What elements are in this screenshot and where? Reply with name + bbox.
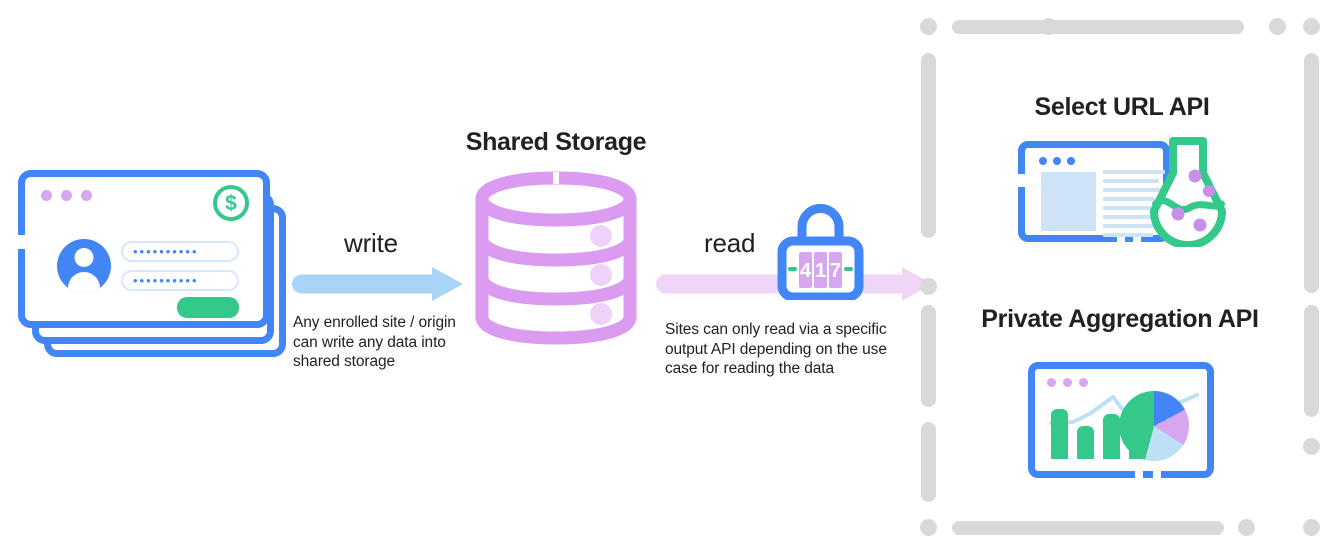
- browser-left-notch: [1018, 174, 1025, 187]
- bar-3: [1103, 414, 1120, 459]
- bar-2: [1077, 426, 1094, 459]
- chart-bottom-notch-2: [1153, 471, 1161, 478]
- shared-storage-title: Shared Storage: [465, 128, 647, 156]
- output-apis-panel: Select URL API Private Aggregation API: [920, 8, 1320, 546]
- panel-dot-mr: [1303, 438, 1320, 455]
- window-dot-2: [61, 190, 72, 201]
- panel-dot-bl: [920, 519, 937, 536]
- chart-area: [1043, 391, 1199, 463]
- private-aggregation-api-title: Private Aggregation API: [981, 305, 1259, 333]
- pie-chart: [1119, 391, 1189, 461]
- content-thumbnail: [1041, 172, 1096, 231]
- panel-border-right-1: [1304, 53, 1319, 293]
- content-text-lines: [1103, 170, 1165, 242]
- mini-dot-6: [1079, 378, 1088, 387]
- browser-bottom-notch-1: [1117, 235, 1125, 242]
- window-dots: [41, 190, 92, 201]
- svg-text:1: 1: [815, 260, 826, 282]
- panel-dot-ml: [920, 278, 937, 295]
- private-aggregation-chart-icon: [1028, 362, 1214, 478]
- write-caption: Any enrolled site / origin can write any…: [293, 314, 456, 370]
- browser-card-front: $ •••••••••• ••••••••••: [18, 170, 270, 328]
- avatar-head: [74, 248, 94, 267]
- svg-text:7: 7: [830, 260, 841, 282]
- mini-dot-1: [1039, 157, 1047, 165]
- panel-dot-b1: [1238, 519, 1255, 536]
- mini-dot-4: [1047, 378, 1056, 387]
- chart-bottom-notch-1: [1135, 471, 1143, 478]
- username-field[interactable]: ••••••••••: [121, 241, 239, 262]
- write-label: write: [344, 228, 398, 258]
- bar-1: [1051, 409, 1068, 459]
- submit-button[interactable]: [177, 297, 239, 318]
- card-left-notch: [18, 235, 25, 249]
- password-field[interactable]: ••••••••••: [121, 270, 239, 291]
- panel-border-right-2: [1304, 305, 1319, 417]
- panel-border-left-3: [921, 422, 936, 502]
- panel-dot-t2: [1269, 18, 1286, 35]
- dollar-circle-icon: $: [213, 185, 249, 221]
- read-caption: Sites can only read via a specific outpu…: [665, 321, 887, 377]
- read-label: read: [704, 228, 756, 258]
- panel-border-left-2: [921, 305, 936, 407]
- mini-dot-5: [1063, 378, 1072, 387]
- panel-dot-br: [1303, 519, 1320, 536]
- browser-bottom-notch-2: [1133, 235, 1141, 242]
- write-arrow-icon: [292, 266, 464, 302]
- avatar-body: [68, 272, 100, 293]
- database-cylinder-icon: [470, 168, 642, 348]
- panel-border-top: [952, 20, 1244, 34]
- panel-border-left-1: [921, 53, 936, 238]
- window-dot-1: [41, 190, 52, 201]
- user-avatar-icon: [57, 239, 111, 293]
- combination-padlock-icon: 4 1 7: [777, 200, 864, 302]
- mini-browser-dots-2: [1047, 378, 1088, 387]
- flask-icon: [1142, 135, 1234, 249]
- panel-dot-tr: [1303, 18, 1320, 35]
- mini-browser-dots-1: [1039, 157, 1075, 165]
- mini-dot-2: [1053, 157, 1061, 165]
- select-url-api-title: Select URL API: [1034, 93, 1210, 121]
- select-url-browser-icon: [1018, 141, 1170, 242]
- mini-dot-3: [1067, 157, 1075, 165]
- window-dot-3: [81, 190, 92, 201]
- panel-dot-tl: [920, 18, 937, 35]
- svg-text:4: 4: [800, 260, 812, 282]
- panel-border-bottom: [952, 521, 1224, 535]
